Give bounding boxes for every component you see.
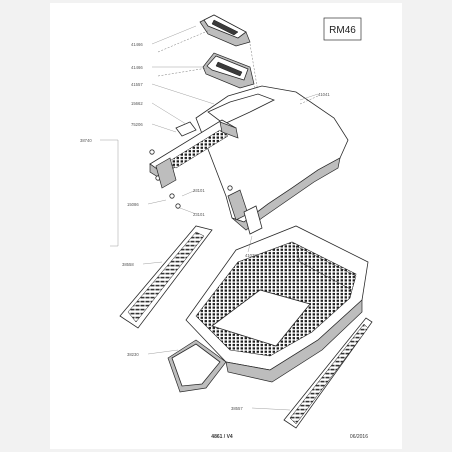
- part-label: 23101: [193, 188, 205, 193]
- part-label: 38740: [80, 138, 92, 143]
- part-label: 41466: [131, 42, 143, 47]
- part-label: 23101: [193, 212, 205, 217]
- part-label: 75206: [131, 122, 143, 127]
- part-label: 38558: [122, 262, 134, 267]
- basket-front-lip: [167, 339, 227, 393]
- revision-date: 06/2016: [350, 434, 368, 440]
- bag-lid-cover: [195, 85, 349, 231]
- part-label: 41557: [131, 82, 143, 87]
- part-labels: 41466 41466 41557 41041 15662 75206 3874…: [80, 42, 330, 411]
- part-label: 41038: [245, 253, 257, 258]
- leader-lines: [100, 25, 319, 411]
- document-code: 4861 / V4: [211, 434, 233, 440]
- part-label: 41041: [318, 92, 330, 97]
- reference-box: RM46: [323, 17, 362, 41]
- hinge-brackets: [155, 157, 263, 235]
- reference-code: RM46: [329, 25, 356, 36]
- part-label: 38557: [231, 406, 243, 411]
- grass-basket: [185, 225, 369, 383]
- part-label: 15662: [131, 101, 143, 106]
- handle-upper-part: [199, 14, 251, 47]
- fasteners-left: [149, 149, 253, 229]
- part-label: 41466: [131, 65, 143, 70]
- part-label: 38230: [127, 352, 139, 357]
- side-mesh-panel-left: [119, 225, 213, 329]
- side-mesh-panel-right: [283, 317, 373, 429]
- part-label: 15086: [127, 202, 139, 207]
- handle-lower-part: [202, 52, 255, 89]
